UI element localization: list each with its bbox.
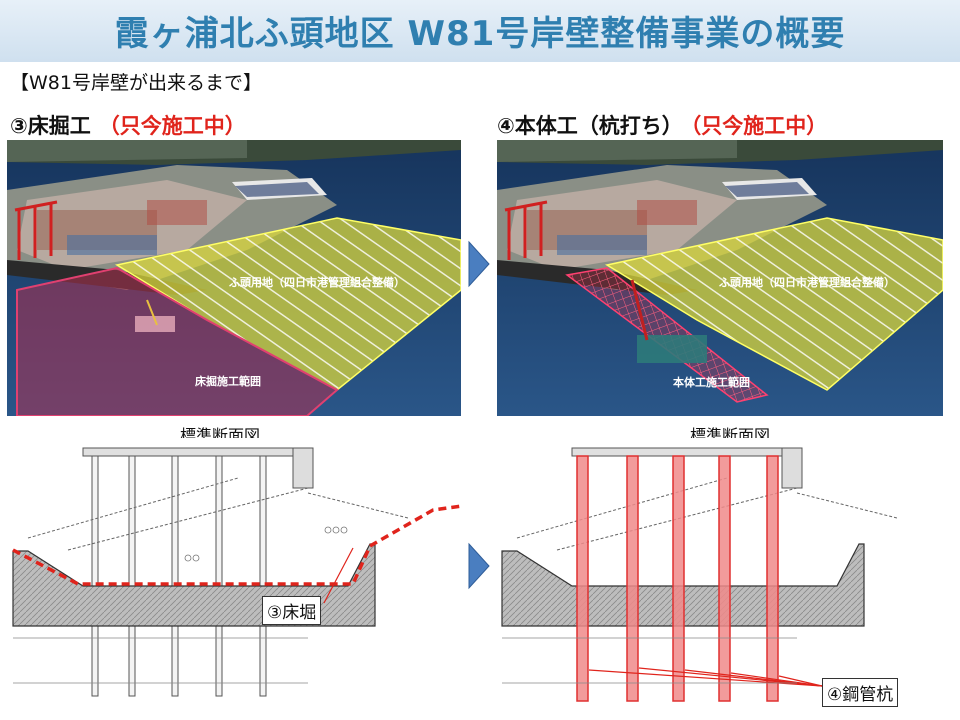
title-bar: [0, 0, 960, 62]
page-subtitle: 【W81号岸壁が出来るまで】: [10, 72, 262, 94]
gantry-cranes-left: [14, 200, 58, 260]
excavation-line: [12, 504, 463, 586]
piles-outline-left: [91, 455, 267, 697]
wharf-land-label-left: ふ頭用地（四日市港管理組合整備）: [229, 275, 405, 289]
steel-pile-callout: ④鋼管杭: [822, 678, 899, 707]
pile-barge: [637, 335, 707, 363]
pile-area-label: 本体工施工範囲: [673, 375, 750, 389]
step-4-label: ④本体工（杭打ち）: [497, 114, 683, 138]
wharf-land-area-right: [605, 217, 943, 391]
cross-section-step-4: [497, 438, 942, 720]
step-4-heading: ④本体工（杭打ち） （只今施工中）: [497, 110, 827, 140]
aerial-image-step-3: ふ頭用地（四日市港管理組合整備） 床掘施工範囲: [7, 140, 461, 416]
step-3-heading: ③床掘工 （只今施工中）: [10, 110, 246, 140]
dredging-area-label: 床掘施工範囲: [195, 374, 261, 388]
dredging-area: [16, 266, 339, 416]
wharf-land-label-right: ふ頭用地（四日市港管理組合整備）: [719, 275, 895, 289]
containers-left: [37, 200, 207, 255]
cross-section-step-3: [8, 438, 465, 720]
step-4-status: （只今施工中）: [690, 114, 828, 138]
steel-pipe-piles: [576, 455, 779, 702]
step-3-status: （只今施工中）: [98, 114, 246, 138]
gantry-cranes-right: [504, 200, 548, 260]
next-step-arrow-top: [468, 240, 490, 288]
next-step-arrow-bottom: [468, 542, 490, 590]
containers-right: [527, 200, 697, 255]
page-title: 霞ヶ浦北ふ頭地区 W81号岸壁整備事業の概要: [114, 14, 846, 54]
dredging-callout: ③床堀: [262, 596, 322, 625]
step-3-label: ③床掘工: [10, 114, 91, 138]
aerial-image-step-4: ふ頭用地（四日市港管理組合整備） 本体工施工範囲: [497, 140, 943, 416]
